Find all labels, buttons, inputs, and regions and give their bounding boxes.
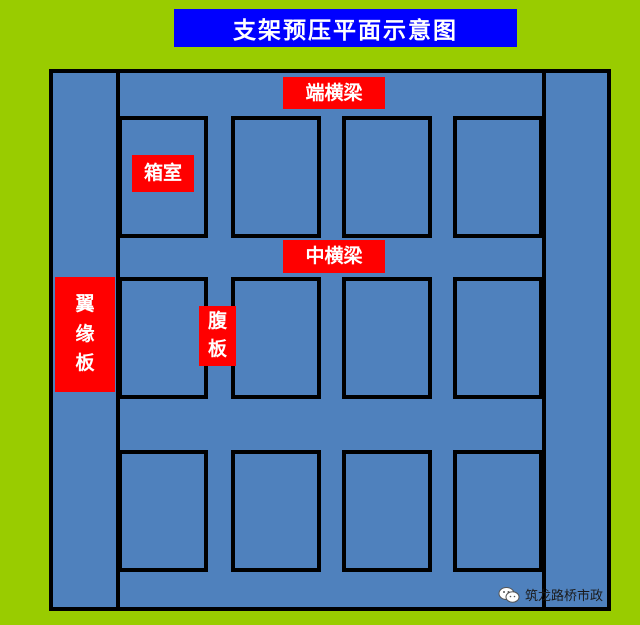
middle-crossbeam-label: 中横梁 xyxy=(283,240,385,273)
box-cell xyxy=(231,450,321,572)
box-cell xyxy=(118,450,208,572)
flange-plate-label: 翼 缘 板 xyxy=(55,277,115,392)
box-cell xyxy=(342,277,432,399)
box-cell xyxy=(453,116,543,238)
box-cell xyxy=(231,277,321,399)
box-cell xyxy=(231,116,321,238)
box-cell xyxy=(342,450,432,572)
box-cell xyxy=(118,277,208,399)
box-cell xyxy=(342,116,432,238)
web-plate-label: 腹 板 xyxy=(199,306,236,366)
box-chamber-label: 箱室 xyxy=(132,155,194,192)
end-crossbeam-label: 端横梁 xyxy=(283,77,385,109)
right-flange-line xyxy=(542,69,546,611)
box-cell xyxy=(453,450,543,572)
watermark: 筑龙路桥市政 xyxy=(498,585,603,604)
wechat-icon xyxy=(498,586,520,603)
box-cell xyxy=(453,277,543,399)
diagram-title: 支架预压平面示意图 xyxy=(174,9,517,47)
watermark-text: 筑龙路桥市政 xyxy=(525,589,604,604)
